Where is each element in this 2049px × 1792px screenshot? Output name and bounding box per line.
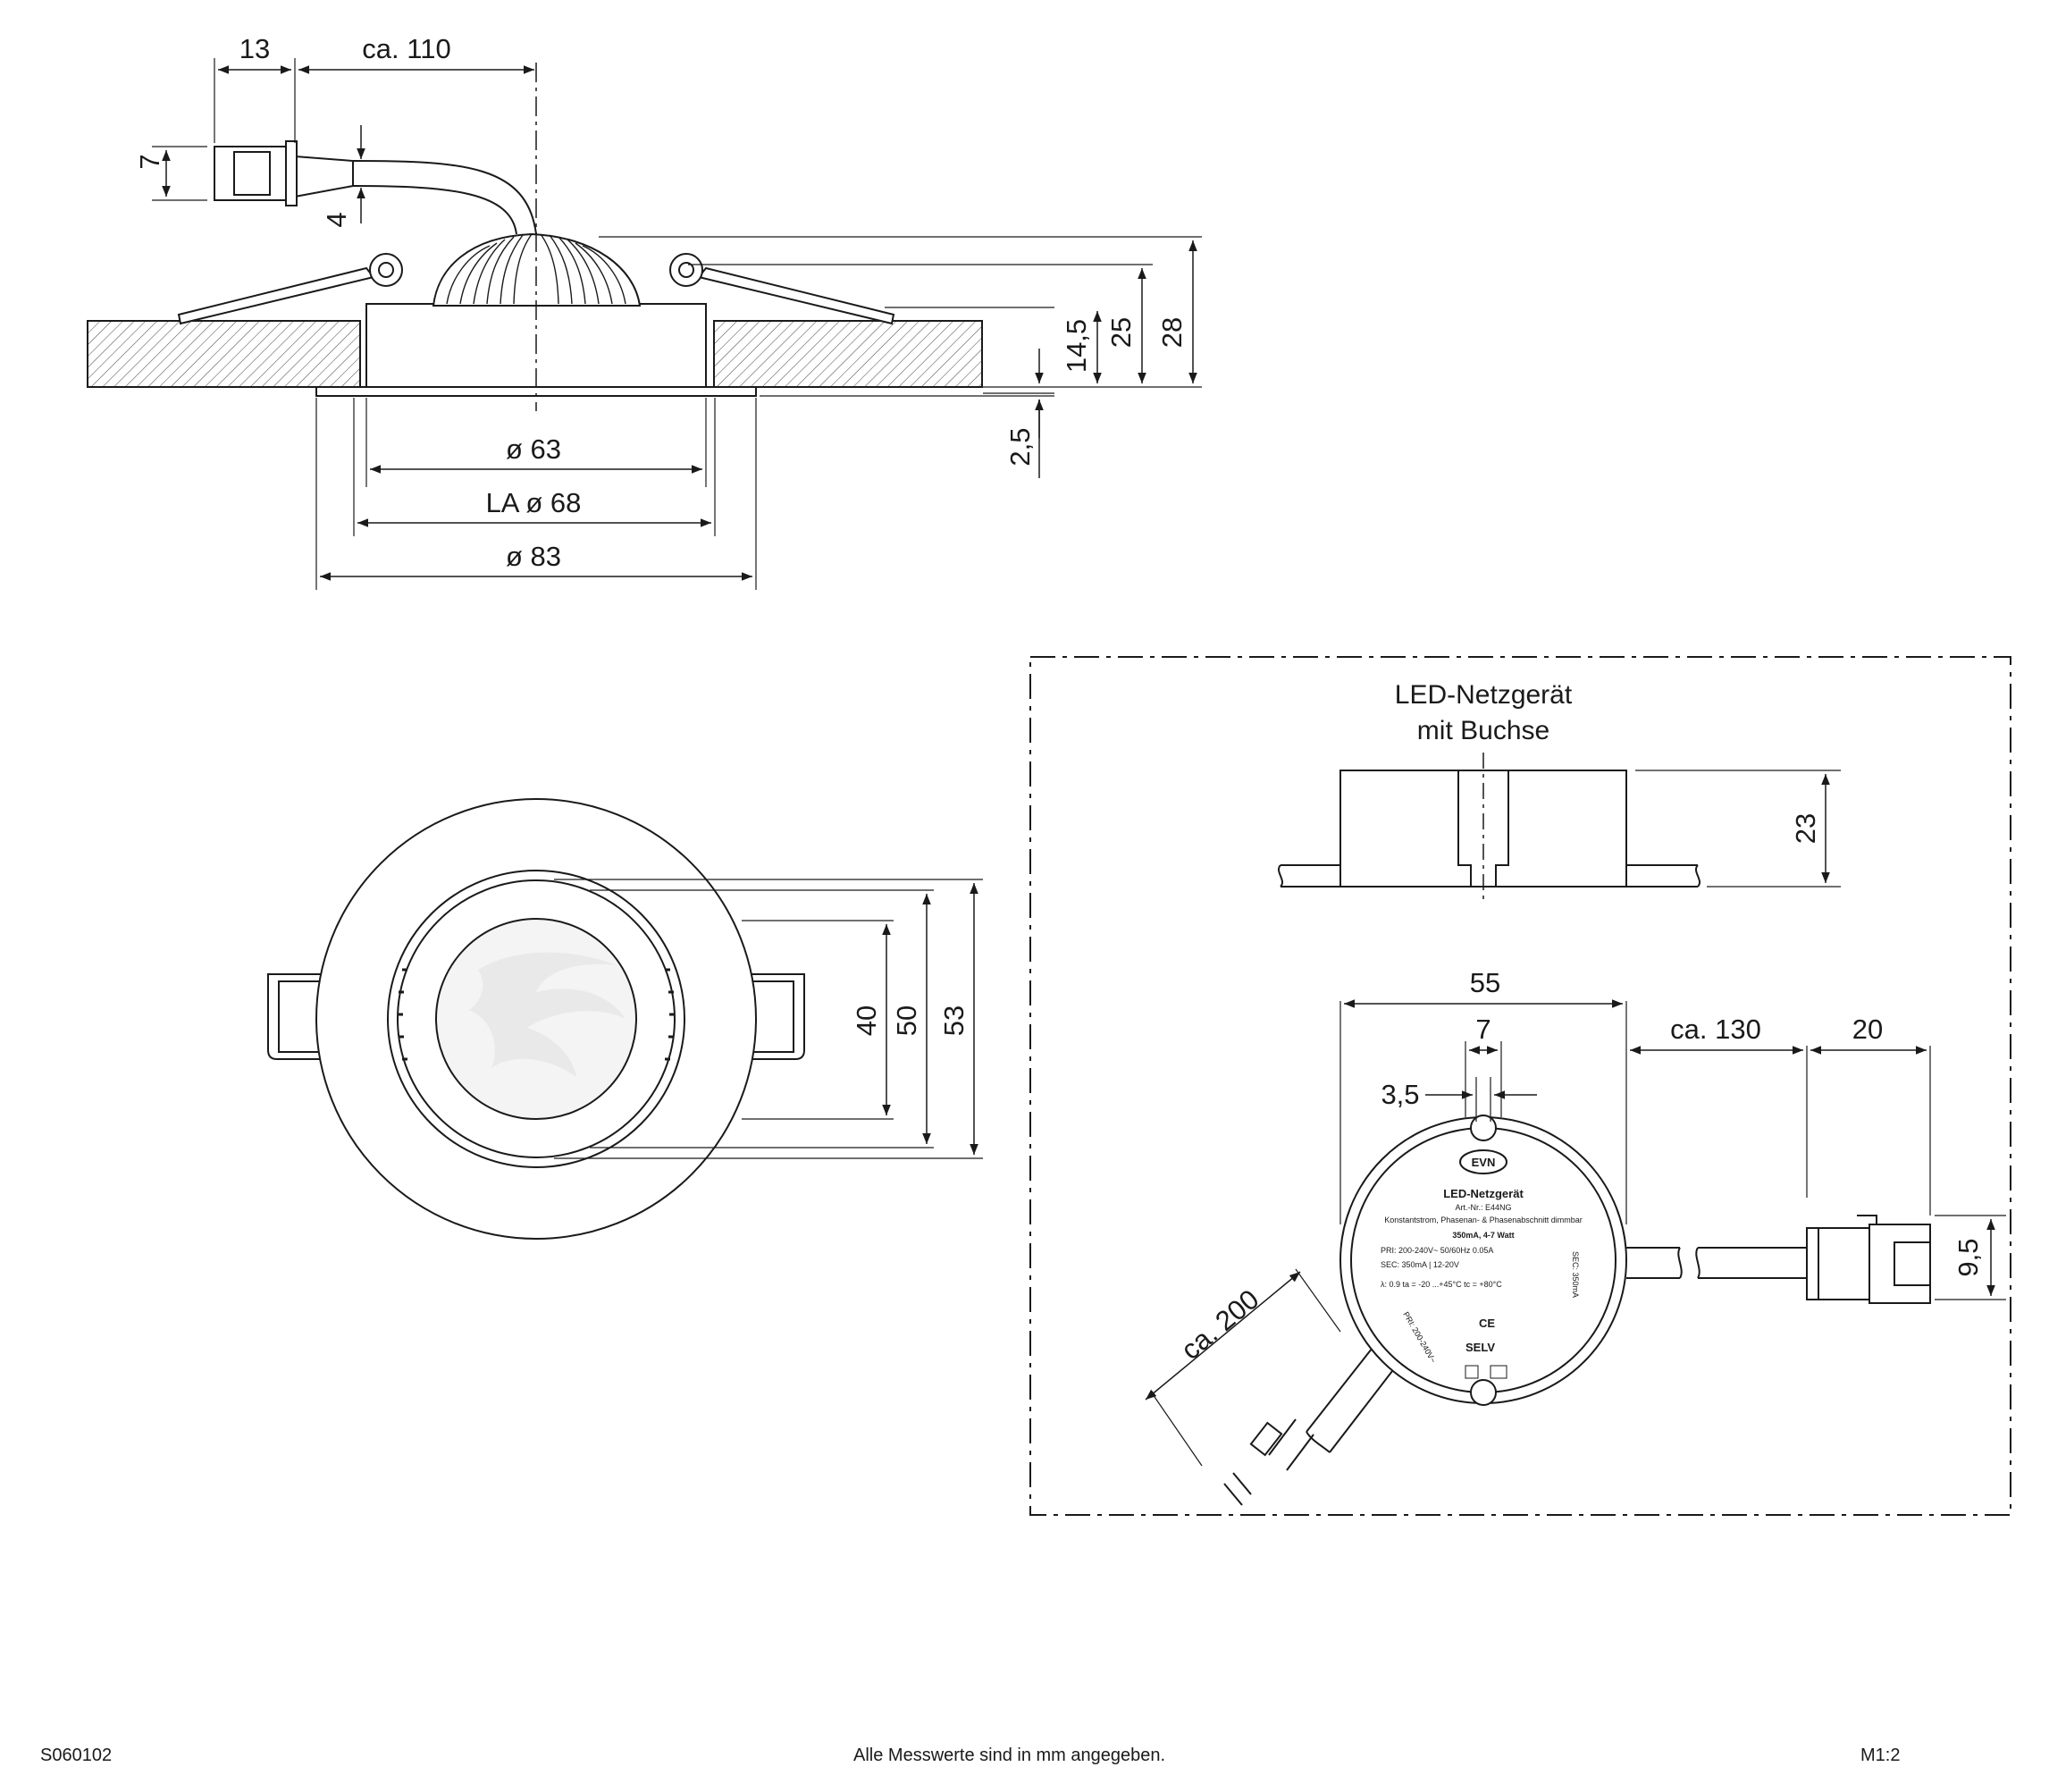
ceiling-slab-left (87, 320, 361, 388)
dim-d83: ø 83 (506, 541, 561, 572)
ceiling-slab-right (713, 320, 983, 388)
spring-clip-right-pivot (669, 253, 703, 287)
dim-h28: 28 (1156, 317, 1188, 348)
dim-cable200: ca. 200 (1175, 1283, 1264, 1366)
fixture-connector (214, 146, 292, 201)
label-brand: EVN (1472, 1156, 1496, 1169)
driver-side-view (1278, 753, 1841, 903)
driver-panel (1029, 656, 2011, 1516)
front-clip-right (751, 973, 806, 1060)
fixture-cable (352, 160, 537, 235)
dim-d63: ø 63 (506, 433, 561, 465)
dim-d40: 40 (851, 1005, 882, 1036)
label-temps: λ: 0.9 ta = -20 ...+45°C tc = +80°C (1381, 1280, 1502, 1289)
dim-connector-len: 13 (239, 33, 270, 64)
dim-h2-5: 2,5 (1004, 427, 1036, 466)
label-desc: Konstantstrom, Phasenan- & Phasenabschni… (1384, 1216, 1583, 1224)
label-selv: SELV (1465, 1341, 1495, 1354)
label-ce: CE (1479, 1317, 1495, 1330)
dim-h14-5: 14,5 (1061, 319, 1092, 373)
dim-connector-h: 7 (134, 154, 165, 169)
side-section-view (87, 58, 1202, 590)
dim-la68: LA ø 68 (486, 487, 582, 518)
driver-plug (1806, 1227, 1870, 1300)
dim-cable130: ca. 130 (1670, 1014, 1761, 1045)
label-power: 350mA, 4-7 Watt (1452, 1231, 1514, 1240)
units-note: Alle Messwerte sind in mm angegeben. (853, 1746, 1166, 1765)
label-art: Art.-Nr.: E44NG (1455, 1203, 1511, 1212)
dim-cable-len: ca. 110 (362, 33, 450, 64)
spring-clip-left-pivot (369, 253, 403, 287)
dim-d53: 53 (938, 1005, 970, 1036)
label-sec: SEC: 350mA | 12-20V (1381, 1260, 1459, 1269)
spring-clip-left (177, 266, 375, 325)
driver-title-2: mit Buchse (1417, 716, 1549, 745)
dim-h25: 25 (1105, 317, 1137, 348)
dim-w55: 55 (1470, 967, 1500, 998)
driver-title-1: LED-Netzgerät (1395, 680, 1573, 710)
label-sec-side: SEC: 350mA (1571, 1251, 1580, 1298)
dim-d50: 50 (891, 1005, 922, 1036)
drawing-code: S060102 (40, 1746, 113, 1765)
spring-clip-right (697, 266, 895, 325)
label-name: LED-Netzgerät (1443, 1187, 1524, 1200)
driver-top-view (1145, 999, 2006, 1506)
label-pri: PRI: 200-240V~ 50/60Hz 0.05A (1381, 1246, 1493, 1255)
drawing-scale: M1:2 (1860, 1746, 1901, 1765)
dim-cable-d: 4 (321, 212, 352, 227)
front-clip-left (266, 973, 322, 1060)
dim-h23: 23 (1790, 813, 1821, 844)
dim-w3-5: 3,5 (1381, 1079, 1419, 1110)
dim-plug20: 20 (1852, 1014, 1883, 1045)
dim-plug-h: 9,5 (1952, 1238, 1984, 1276)
brand-logo (1459, 1149, 1507, 1174)
driver-panel-frame (1029, 656, 2011, 1516)
front-view (266, 798, 983, 1240)
dim-w7: 7 (1475, 1014, 1491, 1045)
